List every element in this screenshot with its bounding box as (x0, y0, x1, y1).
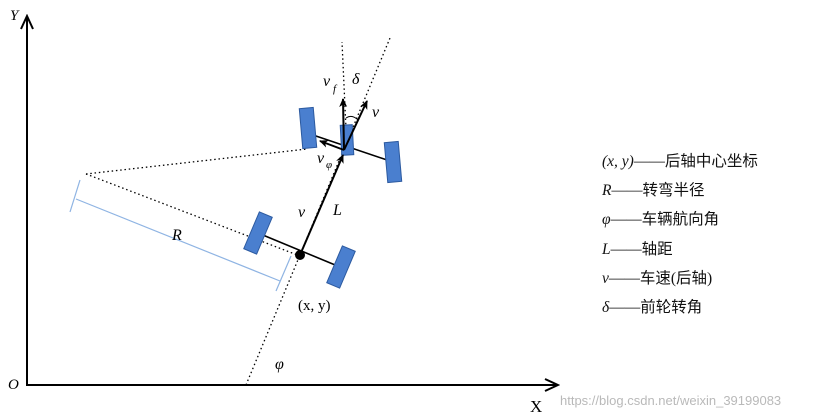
front-velocity-v-arrow (343, 100, 368, 151)
x-axis-label: X (530, 397, 542, 415)
vphi-subscript: φ (326, 159, 332, 171)
rear-right-wheel (326, 245, 356, 289)
watermark: https://blog.csdn.net/weixin_39199083 (560, 393, 781, 408)
front-center-wheel (339, 124, 355, 156)
heading-angle-label: φ (275, 356, 284, 373)
front-right-wheel (383, 140, 403, 184)
phi-angle-arc (258, 355, 274, 360)
legend-item: (x, y)——后轴中心坐标 (602, 147, 817, 176)
legend-symbol: (x, y) (602, 153, 634, 170)
radius-label: R (171, 227, 182, 244)
legend-symbol: φ (602, 211, 611, 229)
rear-v-label: v (298, 204, 306, 221)
wheelbase-label: L (332, 202, 342, 219)
front-velocity-vphi-arrow (319, 140, 345, 151)
radius-line-front (85, 148, 308, 175)
rear-velocity-arrow (299, 154, 344, 256)
legend-item: φ——车辆航向角 (602, 205, 817, 234)
legend-text: ——转弯半径 (611, 182, 705, 200)
point-label: (x, y) (298, 298, 331, 314)
legend-item: R——转弯半径 (602, 176, 817, 205)
front-v-label: v (372, 104, 380, 121)
legend-symbol: v (602, 269, 609, 287)
front-velocity-vf-arrow (339, 98, 348, 151)
legend-text: ——车速(后轴) (608, 269, 713, 287)
legend-symbol: L (602, 240, 611, 258)
legend-item: L——轴距 (602, 235, 817, 264)
vphi-label: v (317, 150, 325, 167)
delta-angle-arc (345, 115, 359, 121)
legend-text: ——前轮转角 (609, 299, 703, 317)
legend-text: ——轴距 (610, 240, 673, 258)
vf-label: v (323, 73, 331, 90)
legend-item: δ——前轮转角 (602, 293, 817, 322)
radius-bracket (69, 179, 292, 292)
y-axis-label: Y (10, 8, 20, 24)
legend-symbol: δ (602, 299, 610, 317)
legend-symbol: R (602, 182, 612, 200)
legend-item: v——车速(后轴) (602, 264, 817, 293)
rear-axle (257, 232, 341, 268)
legend-text: ——后轴中心坐标 (633, 153, 758, 170)
rear-left-wheel (243, 211, 273, 255)
origin-label: O (8, 377, 19, 393)
legend: (x, y)——后轴中心坐标 R——转弯半径 φ——车辆航向角 L——轴距 v—… (602, 147, 817, 322)
delta-label: δ (352, 71, 360, 88)
front-left-wheel (298, 106, 318, 150)
vf-subscript: f (333, 83, 338, 95)
legend-text: ——车辆航向角 (610, 211, 720, 229)
